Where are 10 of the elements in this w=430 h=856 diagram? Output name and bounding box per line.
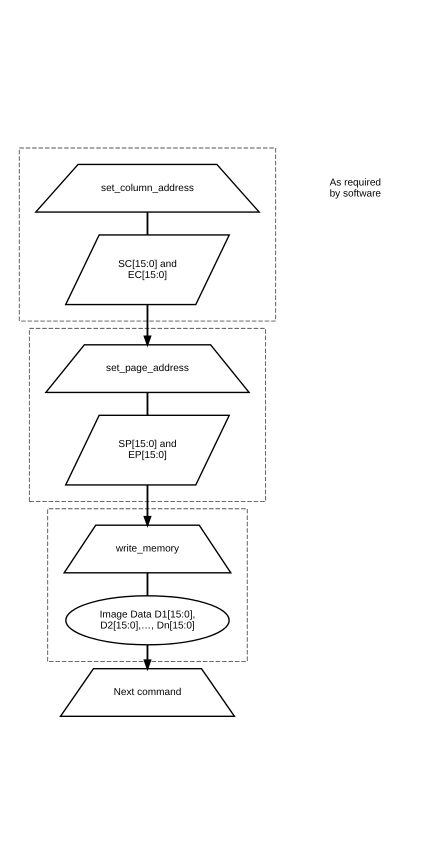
- node-ellipse: Image Data D1[15:0], D2[15:0],…, Dn[15:0]: [65, 594, 230, 645]
- arrow: [143, 644, 152, 671]
- connector: [146, 572, 148, 596]
- arrow: [143, 304, 152, 347]
- cluster: [18, 147, 276, 321]
- cluster: [28, 327, 266, 502]
- connector: [146, 212, 148, 234]
- label: As required by software: [330, 176, 382, 199]
- connector: [146, 392, 148, 415]
- arrow: [143, 484, 152, 528]
